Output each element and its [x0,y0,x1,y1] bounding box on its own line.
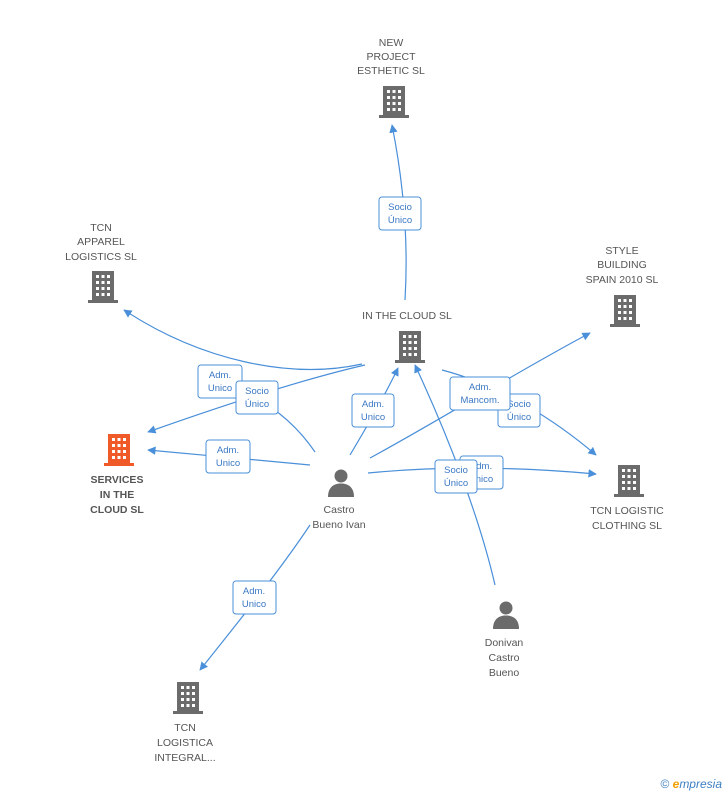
node-new-project-esthetic[interactable]: NEW PROJECT ESTHETIC SL [357,37,425,118]
relation-line-2: Unico [469,474,493,485]
node-label: IN THE CLOUD SL [362,310,452,322]
relation-line-2: Mancom. [460,395,499,406]
node-tcn-logistica-integral[interactable]: TCN LOGISTICA INTEGRAL... [154,682,216,764]
node-label: Bueno [489,667,520,679]
node-label: IN THE [100,489,134,501]
node-label: TCN [174,722,196,734]
node-label: Donivan [485,637,524,649]
relation-line-1: Socio [444,465,468,476]
brand-logo-text: mpresia [679,777,722,791]
relation-boxes: Socio Único Adm. Unico Socio Único Adm. … [197,196,541,615]
relation-line-1: Adm. [209,370,231,381]
building-icon [379,86,409,118]
person-icon [328,469,354,497]
relation-line-1: Adm. [243,586,265,597]
node-style-building-spain[interactable]: STYLE BUILDING SPAIN 2010 SL [586,245,659,327]
building-icon [610,295,640,327]
node-label: SERVICES [91,474,144,486]
relation-line-2: Unico [361,412,385,423]
nodes: NEW PROJECT ESTHETIC SL TCN APPAREL LOGI… [65,37,664,764]
relation-line-2: Unico [242,599,266,610]
building-icon [88,271,118,303]
brand-logo-letter: e [672,777,680,791]
node-label: STYLE [605,245,638,257]
relation-line-1: Adm. [469,382,491,393]
building-icon [614,465,644,497]
relation-line-2: Unico [208,383,232,394]
node-label: TCN LOGISTIC [590,505,664,517]
building-icon-highlighted [104,434,134,466]
relation-label[interactable]: Adm. Unico [205,439,251,474]
relation-line-2: Único [245,399,269,410]
relation-line-1: Socio [388,202,412,213]
relation-label[interactable]: Adm. Unico [197,364,243,399]
relation-line-2: Único [444,478,468,489]
relation-line-1: Socio [507,399,531,410]
node-label: ESTHETIC SL [357,65,425,77]
copyright-symbol: © [660,777,670,791]
relation-line-1: Adm. [470,461,492,472]
node-donivan-castro-bueno[interactable]: Donivan Castro Bueno [485,601,524,680]
relation-line-1: Socio [245,386,269,397]
relation-line-2: Unico [216,458,240,469]
node-tcn-apparel-logistics[interactable]: TCN APPAREL LOGISTICS SL [65,222,137,303]
relation-label[interactable]: Adm. Unico [232,580,277,615]
node-label: APPAREL [77,236,125,248]
relation-line-2: Único [388,215,412,226]
node-label: Castro [489,652,520,664]
node-label: TCN [90,222,112,234]
node-label: SPAIN 2010 SL [586,274,659,286]
node-label: Bueno Ivan [312,519,365,531]
relation-label[interactable]: Adm. Mancom. [449,376,511,411]
node-tcn-logistic-clothing[interactable]: TCN LOGISTIC CLOTHING SL [590,465,664,532]
empresia-watermark: © empresia [660,777,722,791]
relation-label[interactable]: Adm. Unico [351,393,395,428]
relation-label[interactable]: Socio Único [378,196,422,231]
node-services-in-the-cloud[interactable]: SERVICES IN THE CLOUD SL [90,434,144,516]
node-castro-bueno-ivan[interactable]: Castro Bueno Ivan [312,469,366,532]
edge-in-cloud-to-tcn-apparel [123,309,363,370]
node-label: INTEGRAL... [154,752,215,764]
node-label: CLOTHING SL [592,520,662,532]
node-label: CLOUD SL [90,504,144,516]
node-label: Castro [324,504,355,516]
relation-line-1: Adm. [217,445,239,456]
building-icon [395,331,425,363]
node-label: LOGISTICS SL [65,251,137,263]
relation-line-1: Adm. [362,399,384,410]
node-label: LOGISTICA [157,737,213,749]
node-label: NEW [379,37,404,49]
relation-label[interactable]: Socio Único [434,459,478,494]
relation-label[interactable]: Socio Único [235,380,279,415]
node-label: BUILDING [597,259,647,271]
relation-line-2: Único [507,412,531,423]
person-icon [493,601,519,629]
building-icon [173,682,203,714]
node-label: PROJECT [366,51,416,63]
node-in-the-cloud[interactable]: IN THE CLOUD SL [362,310,452,363]
